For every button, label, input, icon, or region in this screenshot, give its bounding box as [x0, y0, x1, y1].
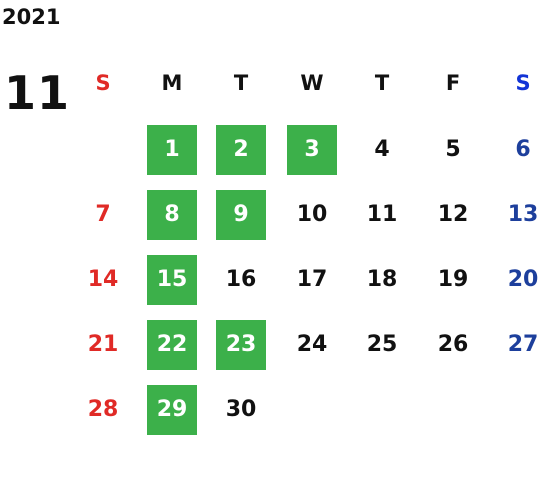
day-30[interactable]: 30: [225, 397, 257, 422]
day-13[interactable]: 13: [507, 202, 539, 227]
day-14[interactable]: 14: [87, 267, 119, 292]
weekday-header-sunday: S: [95, 71, 111, 95]
day-1[interactable]: 1: [147, 125, 197, 175]
weekday-header-tuesday: T: [233, 71, 249, 95]
day-3[interactable]: 3: [287, 125, 337, 175]
day-26[interactable]: 26: [437, 332, 469, 357]
day-6[interactable]: 6: [515, 137, 531, 162]
day-24[interactable]: 24: [296, 332, 328, 357]
month-number: 11: [4, 66, 71, 120]
day-11[interactable]: 11: [366, 202, 398, 227]
day-9[interactable]: 9: [216, 190, 266, 240]
day-25[interactable]: 25: [366, 332, 398, 357]
day-16[interactable]: 16: [225, 267, 257, 292]
day-29[interactable]: 29: [147, 385, 197, 435]
day-2[interactable]: 2: [216, 125, 266, 175]
day-27[interactable]: 27: [507, 332, 539, 357]
weekday-header-saturday: S: [515, 71, 531, 95]
day-10[interactable]: 10: [296, 202, 328, 227]
weekday-header-wednesday: W: [300, 71, 324, 95]
day-5[interactable]: 5: [445, 137, 461, 162]
day-17[interactable]: 17: [296, 267, 328, 292]
weekday-header-monday: M: [161, 71, 183, 95]
day-18[interactable]: 18: [366, 267, 398, 292]
day-4[interactable]: 4: [374, 137, 390, 162]
day-19[interactable]: 19: [437, 267, 469, 292]
day-23[interactable]: 23: [216, 320, 266, 370]
day-8[interactable]: 8: [147, 190, 197, 240]
day-12[interactable]: 12: [437, 202, 469, 227]
day-15[interactable]: 15: [147, 255, 197, 305]
day-20[interactable]: 20: [507, 267, 539, 292]
weekday-header-thursday: T: [374, 71, 390, 95]
year-label: 2021: [2, 5, 61, 29]
day-28[interactable]: 28: [87, 397, 119, 422]
day-22[interactable]: 22: [147, 320, 197, 370]
day-7[interactable]: 7: [95, 202, 111, 227]
day-21[interactable]: 21: [87, 332, 119, 357]
weekday-header-friday: F: [445, 71, 461, 95]
